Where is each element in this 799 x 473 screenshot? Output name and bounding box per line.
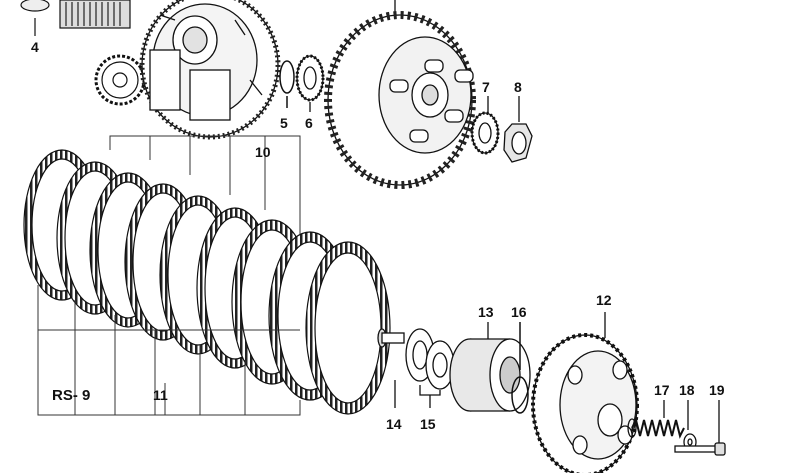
clutch-plate-pack	[23, 135, 391, 416]
callout-13: 13	[478, 304, 494, 320]
part-15-spacer	[405, 328, 455, 408]
callout-12: 12	[596, 292, 612, 308]
callout-4: 4	[31, 39, 39, 55]
callout-18: 18	[679, 382, 695, 398]
callout-19: 19	[709, 382, 725, 398]
part-7-lock-washer	[470, 96, 500, 155]
part-18-washer	[683, 400, 697, 451]
part-17-clutch-spring	[627, 400, 685, 439]
callout-11: 11	[153, 387, 168, 403]
clutch-housing	[139, 0, 281, 140]
callout-5: 5	[280, 115, 288, 131]
part-8-hex-nut	[503, 96, 533, 163]
clutch-inner-hub	[324, 0, 476, 189]
callout-8: 8	[514, 79, 522, 95]
primary-gear-cluster	[59, 0, 146, 106]
diagram-code: RS- 9	[52, 387, 91, 404]
callout-15: 15	[420, 416, 436, 432]
part-5-circlip	[279, 60, 295, 108]
part-16-circlip	[511, 322, 529, 414]
callout-7: 7	[482, 79, 490, 95]
part-6-thrust-washer	[295, 54, 325, 112]
callout-14: 14	[386, 416, 402, 432]
callout-10: 10	[255, 144, 271, 160]
part-13-ball-bearing	[449, 322, 531, 412]
callout-6: 6	[305, 115, 313, 131]
callout-16: 16	[511, 304, 527, 320]
part-19-bolt	[674, 400, 726, 456]
part-4-needle-cage	[20, 0, 50, 36]
part-14-push-rod	[377, 328, 405, 408]
part-12-pressure-plate	[531, 312, 639, 473]
callout-17: 17	[654, 382, 670, 398]
